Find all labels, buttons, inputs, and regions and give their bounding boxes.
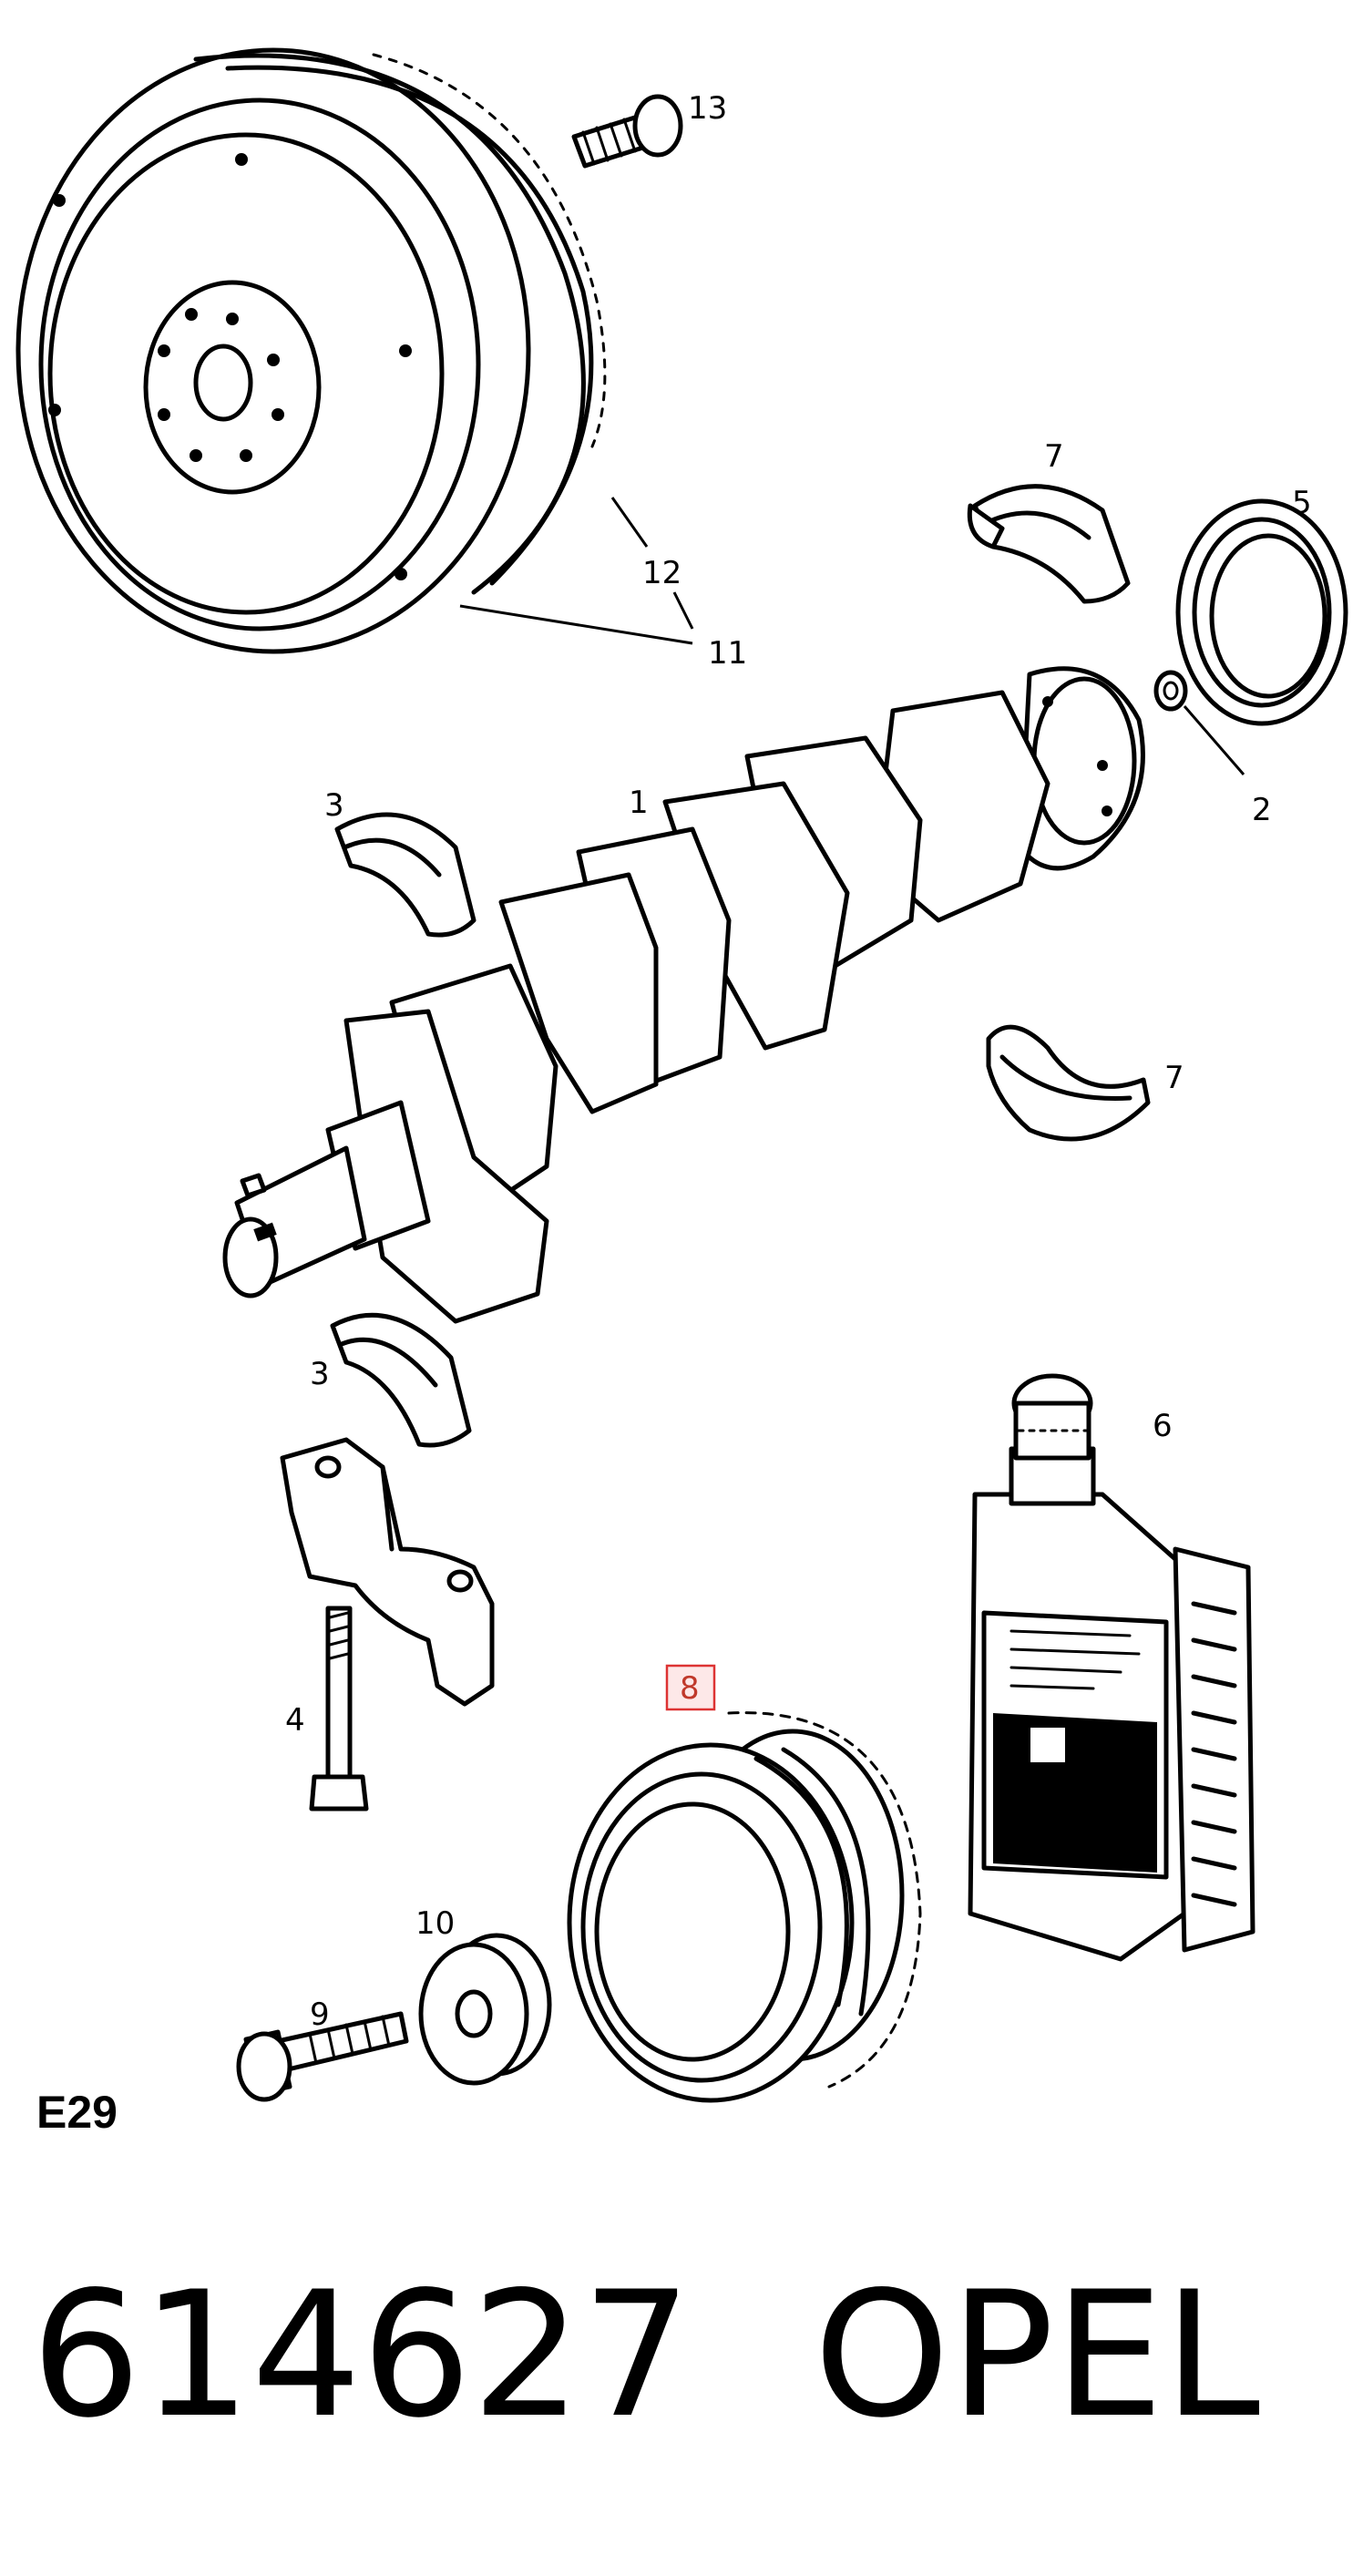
callout-8: 8 (680, 1670, 700, 1707)
thrust-bearing-upper (967, 484, 1131, 604)
main-bearing-bolt (309, 1606, 369, 1811)
pulley-washer (418, 1933, 552, 2086)
callout-5: 5 (1292, 485, 1312, 521)
rear-oil-seal (1175, 498, 1348, 726)
section-code: E29 (36, 2087, 118, 2138)
callout-3-upper: 3 (324, 787, 344, 824)
flywheel (15, 47, 607, 654)
callout-9: 9 (310, 1996, 330, 2033)
callout-12: 12 (642, 555, 682, 591)
callout-6: 6 (1153, 1408, 1173, 1444)
pilot-bush (1153, 670, 1188, 712)
thrust-bearing-lower (986, 1024, 1151, 1142)
crankshaft (222, 666, 1145, 1324)
main-bearing-shell-upper (334, 812, 477, 938)
callout-7-lower: 7 (1164, 1060, 1184, 1096)
main-bearing-cap (280, 1437, 495, 1707)
crankshaft-pulley (567, 1711, 922, 2103)
brand-name: OPEL (814, 2254, 1261, 2456)
leader-lines (459, 497, 1245, 775)
callout-1: 1 (629, 785, 649, 821)
flywheel-bolt (571, 94, 683, 169)
callout-10: 10 (415, 1905, 455, 1942)
pulley-bolt (236, 2011, 409, 2102)
callout-2: 2 (1252, 792, 1272, 828)
oil-bottle (968, 1373, 1255, 1962)
callout-7-upper: 7 (1044, 438, 1064, 475)
callout-13: 13 (688, 90, 727, 127)
main-bearing-shell-lower (330, 1312, 472, 1448)
callout-labels: 13 7 5 12 11 3 1 2 7 3 6 8 4 10 9 E29 (36, 90, 1312, 2138)
callout-11: 11 (708, 635, 747, 672)
callout-3-lower: 3 (310, 1356, 330, 1392)
part-number: 614627 (31, 2254, 692, 2456)
callout-8-highlight (665, 1664, 716, 1711)
callout-4: 4 (285, 1702, 305, 1739)
